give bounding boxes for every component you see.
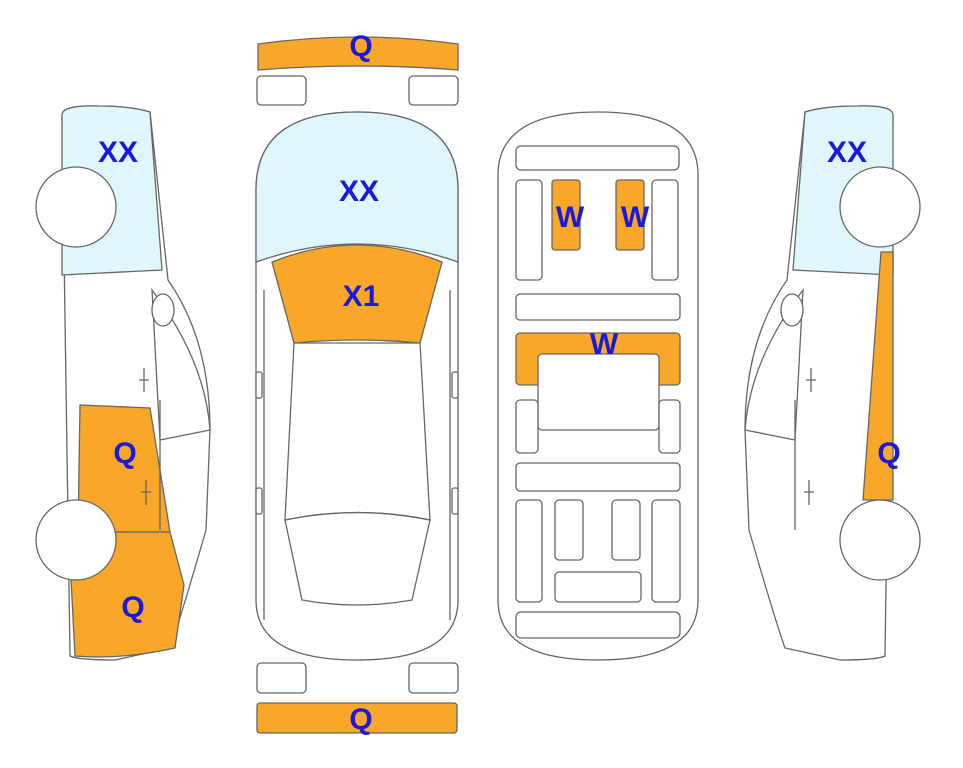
windshield-mark: XX <box>339 175 379 208</box>
right-glass-mark: XX <box>827 136 867 169</box>
right-mirror <box>780 293 804 327</box>
interior-right-mid <box>658 399 681 454</box>
right-handle-rear <box>804 480 814 505</box>
left-glass-mark: XX <box>98 136 138 169</box>
front-bumper-mark: Q <box>349 30 372 63</box>
seat-left-front <box>551 179 581 251</box>
left-handle-rear <box>141 480 151 505</box>
taillight-right <box>408 662 459 694</box>
rear-handle-right <box>451 487 459 515</box>
rear-right-side <box>651 499 681 603</box>
center-screen <box>537 353 660 431</box>
rear-handle-left <box>255 487 263 515</box>
right-rear-wheel <box>839 499 921 581</box>
left-fender-mark: Q <box>121 591 144 624</box>
windshield-panel <box>255 111 459 263</box>
rear-bumper-mark: Q <box>349 703 372 736</box>
rear-seat-left <box>554 499 584 561</box>
hood-mark: X1 <box>343 280 380 313</box>
seat-left-mark: W <box>556 201 585 234</box>
rear-bumper-panel <box>256 702 458 734</box>
left-front-wheel <box>35 166 117 248</box>
right-side-mark: Q <box>877 437 900 470</box>
rear-window-outline <box>284 511 431 606</box>
interior-left-mid <box>515 399 539 454</box>
front-bumper-panel <box>257 36 459 71</box>
car-top-view: XX X1 <box>255 111 459 661</box>
front-panel <box>515 145 680 171</box>
console-strip <box>515 293 681 321</box>
left-front-side <box>515 179 543 281</box>
left-mirror <box>151 293 175 327</box>
left-side-view: XX Q Q <box>35 105 211 661</box>
dashboard-mark: W <box>590 328 619 361</box>
seat-right-mark: W <box>621 201 650 234</box>
interior-view: W W W <box>497 111 699 661</box>
left-rear-wheel <box>35 499 117 581</box>
left-handle-front <box>139 368 149 392</box>
mirror-left <box>255 371 263 399</box>
rear-panel <box>515 611 681 639</box>
right-side-panel <box>862 251 894 501</box>
taillight-left <box>256 662 307 694</box>
rear-bumper: Q <box>256 702 458 736</box>
front-bumper: Q <box>257 30 459 71</box>
right-front-side <box>651 179 679 281</box>
rear-left-side <box>515 499 543 603</box>
headlight-right <box>408 75 459 106</box>
right-front-wheel <box>839 166 921 248</box>
headlight-left <box>256 75 307 106</box>
mirror-right <box>451 371 459 399</box>
left-door-mark: Q <box>113 437 136 470</box>
rear-middle <box>554 571 642 603</box>
seat-right-front <box>615 179 645 251</box>
rear-seat-right <box>611 499 641 561</box>
rear-console <box>515 462 681 492</box>
right-side-view: XX Q <box>744 105 921 661</box>
right-handle-front <box>806 368 816 392</box>
hood-panel <box>271 244 443 344</box>
